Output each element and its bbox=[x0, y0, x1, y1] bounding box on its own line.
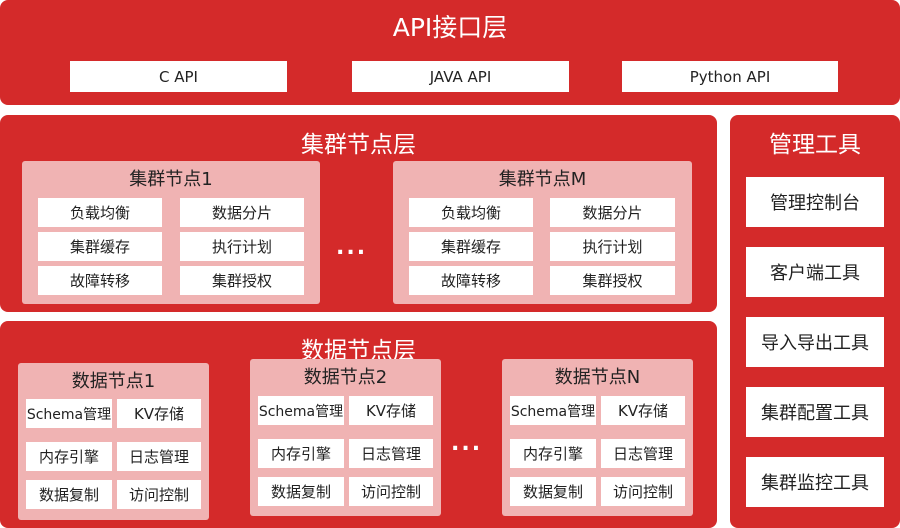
data-node-n-item-5: 数据复制 bbox=[510, 477, 596, 506]
cluster-node-m-item-1: 负载均衡 bbox=[409, 198, 533, 227]
cluster-node-m-item-3: 集群缓存 bbox=[409, 232, 533, 261]
data-node-1-item-1: Schema管理 bbox=[26, 399, 112, 428]
data-node-1-title: 数据节点1 bbox=[71, 371, 156, 392]
tool-import-export: 导入导出工具 bbox=[746, 317, 884, 367]
cluster-node-1-item-5: 故障转移 bbox=[38, 266, 162, 295]
data-node-2-title: 数据节点2 bbox=[303, 367, 388, 388]
data-node-1-item-4: 日志管理 bbox=[117, 442, 201, 471]
cluster-node-m-item-6: 集群授权 bbox=[550, 266, 675, 295]
cluster-node-m-item-4: 执行计划 bbox=[550, 232, 675, 261]
tool-cluster-monitor: 集群监控工具 bbox=[746, 457, 884, 507]
tool-client: 客户端工具 bbox=[746, 247, 884, 297]
data-node-n-item-3: 内存引擎 bbox=[510, 439, 596, 468]
data-node-n-title: 数据节点N bbox=[554, 367, 641, 388]
tools-panel: 管理工具 管理控制台 客户端工具 导入导出工具 集群配置工具 集群监控工具 bbox=[730, 115, 900, 528]
cluster-node-m-item-2: 数据分片 bbox=[550, 198, 675, 227]
cluster-node-1-item-3: 集群缓存 bbox=[38, 232, 162, 261]
api-layer-panel: API接口层 C API JAVA API Python API bbox=[0, 0, 900, 105]
cluster-node-1-title: 集群节点1 bbox=[129, 169, 213, 190]
cluster-layer-panel: 集群节点层 集群节点1 负载均衡 数据分片 集群缓存 执行计划 故障转移 集群授… bbox=[0, 115, 717, 312]
data-node-1-item-3: 内存引擎 bbox=[26, 442, 112, 471]
data-node-1-item-6: 访问控制 bbox=[117, 480, 201, 509]
cluster-node-1: 集群节点1 负载均衡 数据分片 集群缓存 执行计划 故障转移 集群授权 bbox=[22, 161, 320, 304]
data-node-n-item-2: KV存储 bbox=[601, 396, 685, 425]
tool-cluster-config: 集群配置工具 bbox=[746, 387, 884, 437]
data-ellipsis: ... bbox=[451, 431, 483, 456]
cluster-node-1-item-2: 数据分片 bbox=[180, 198, 304, 227]
tool-management-console: 管理控制台 bbox=[746, 177, 884, 227]
python-api-box: Python API bbox=[622, 61, 838, 92]
data-node-1: 数据节点1 Schema管理 KV存储 内存引擎 日志管理 数据复制 访问控制 bbox=[18, 363, 209, 520]
cluster-layer-title: 集群节点层 bbox=[301, 132, 416, 158]
data-node-n-item-1: Schema管理 bbox=[510, 396, 596, 425]
data-node-n-item-6: 访问控制 bbox=[601, 477, 685, 506]
data-node-n: 数据节点N Schema管理 KV存储 内存引擎 日志管理 数据复制 访问控制 bbox=[502, 359, 693, 516]
data-node-2-item-2: KV存储 bbox=[349, 396, 433, 425]
cluster-node-m: 集群节点M 负载均衡 数据分片 集群缓存 执行计划 故障转移 集群授权 bbox=[393, 161, 692, 304]
data-layer-panel: 数据节点层 数据节点1 Schema管理 KV存储 内存引擎 日志管理 数据复制… bbox=[0, 321, 717, 528]
data-node-2-item-6: 访问控制 bbox=[349, 477, 433, 506]
data-node-1-item-5: 数据复制 bbox=[26, 480, 112, 509]
data-node-n-item-4: 日志管理 bbox=[601, 439, 685, 468]
cluster-node-1-item-6: 集群授权 bbox=[180, 266, 304, 295]
cluster-node-m-title: 集群节点M bbox=[498, 169, 587, 190]
cluster-node-1-item-1: 负载均衡 bbox=[38, 198, 162, 227]
cluster-node-m-item-5: 故障转移 bbox=[409, 266, 533, 295]
data-node-2-item-1: Schema管理 bbox=[258, 396, 344, 425]
data-node-2-item-3: 内存引擎 bbox=[258, 439, 344, 468]
java-api-box: JAVA API bbox=[352, 61, 569, 92]
cluster-node-1-item-4: 执行计划 bbox=[180, 232, 304, 261]
tools-title: 管理工具 bbox=[769, 132, 861, 158]
data-node-2-item-5: 数据复制 bbox=[258, 477, 344, 506]
data-node-2: 数据节点2 Schema管理 KV存储 内存引擎 日志管理 数据复制 访问控制 bbox=[250, 359, 441, 516]
cluster-ellipsis: ... bbox=[336, 235, 368, 260]
data-node-1-item-2: KV存储 bbox=[117, 399, 201, 428]
data-node-2-item-4: 日志管理 bbox=[349, 439, 433, 468]
api-layer-title: API接口层 bbox=[392, 13, 508, 42]
c-api-box: C API bbox=[70, 61, 287, 92]
